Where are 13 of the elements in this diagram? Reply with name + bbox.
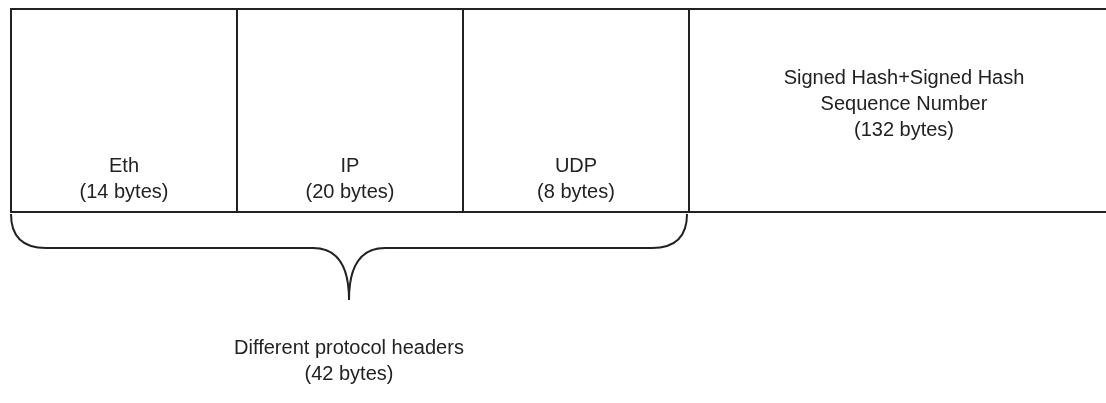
field-size: (8 bytes) bbox=[537, 179, 615, 204]
field-size: (132 bytes) bbox=[853, 117, 955, 142]
field-size: (14 bytes) bbox=[79, 179, 169, 204]
field-name: Signed Hash+Signed Hash Sequence Number bbox=[782, 65, 1026, 116]
brace-caption: Different protocol headers (42 bytes) bbox=[233, 335, 465, 386]
field-size: (20 bytes) bbox=[305, 179, 395, 204]
packet-field bbox=[688, 8, 1106, 213]
field-name: UDP bbox=[554, 153, 598, 178]
packet-field bbox=[462, 8, 690, 213]
packet-field bbox=[236, 8, 464, 213]
field-name: IP bbox=[340, 153, 360, 178]
packet-field bbox=[10, 8, 238, 213]
field-name: Eth bbox=[109, 153, 139, 178]
